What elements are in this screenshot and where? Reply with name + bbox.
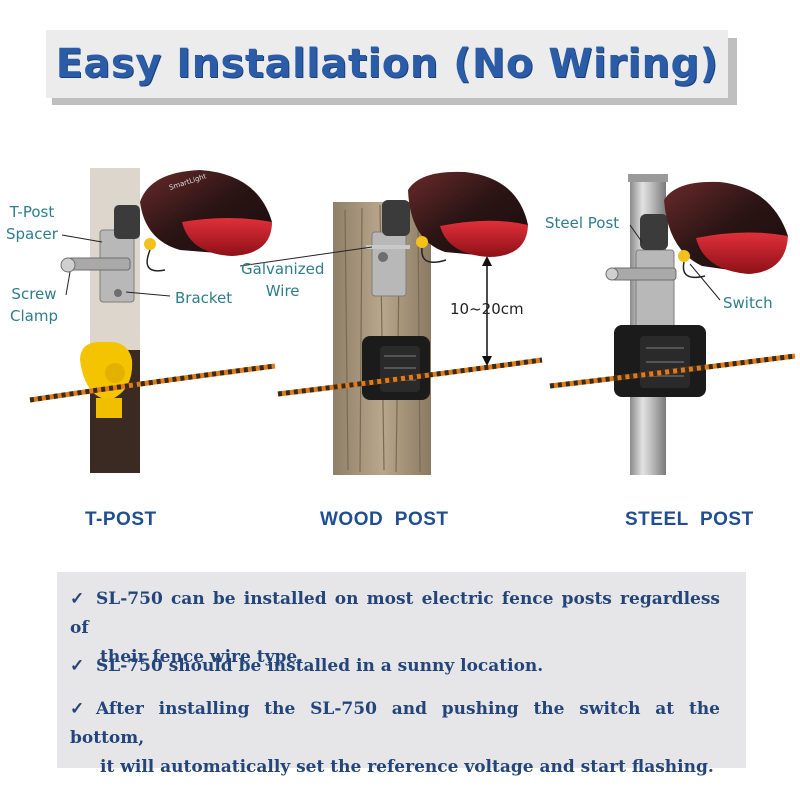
callout-tpost-spacer: T-Post Spacer <box>6 201 58 245</box>
callout-bracket: Bracket <box>175 287 232 309</box>
t-post-group: SmartLight <box>29 168 276 473</box>
page-title: Easy Installation (No Wiring) <box>55 41 719 87</box>
red-lens <box>182 218 272 256</box>
note-item-3: ✓After installing the SL-750 and pushing… <box>70 695 720 782</box>
wood-post-group <box>277 171 543 475</box>
galvanized-wire-wrap <box>366 245 410 249</box>
note-item-1: ✓SL-750 can be installed on most electri… <box>70 585 720 672</box>
callout-galvanized-wire-line2: Wire <box>265 282 300 300</box>
note-1-line2: their fence wire type. <box>100 647 304 667</box>
callout-tpost-spacer-line2: Spacer <box>6 225 58 243</box>
callout-leader-lines <box>61 224 721 301</box>
callout-screw-clamp-line2: Clamp <box>10 307 58 325</box>
check-icon: ✓ <box>70 656 85 676</box>
label-wood-post: WOOD POST <box>320 509 449 530</box>
callout-steel-post-text: Steel Post <box>545 214 620 232</box>
steel-post-group <box>549 174 796 475</box>
red-lens <box>696 232 788 274</box>
callout-screw-clamp: Screw Clamp <box>10 283 58 327</box>
callout-switch-text: Switch <box>723 294 773 312</box>
callout-bracket-text: Bracket <box>175 289 233 307</box>
check-icon: ✓ <box>70 589 85 609</box>
callout-galvanized-wire: Galvanized Wire <box>241 258 324 302</box>
callout-switch: Switch <box>723 292 773 314</box>
callout-steel-post: Steel Post <box>545 212 619 234</box>
note-1-line1: SL-750 can be installed on most electric… <box>70 589 720 638</box>
note-3-line1: After installing the SL-750 and pushing … <box>70 699 720 748</box>
screw-clamp <box>611 267 677 281</box>
check-icon: ✓ <box>70 699 85 719</box>
callout-distance-text: 10~20cm <box>450 300 524 318</box>
notes-panel <box>57 572 746 768</box>
callout-distance: 10~20cm <box>450 298 524 320</box>
callout-tpost-spacer-line1: T-Post <box>9 203 55 221</box>
note-item-2: ✓ SL-750 should be installed in a sunny l… <box>70 652 720 681</box>
installation-illustration: SmartLight <box>29 168 796 475</box>
red-lens <box>440 220 528 257</box>
title-banner: Easy Installation (No Wiring) <box>46 30 728 98</box>
callout-screw-clamp-line1: Screw <box>11 285 57 303</box>
label-steel-post: STEEL POST <box>625 509 754 530</box>
note-2-line1: SL-750 should be installed in a sunny lo… <box>96 656 544 676</box>
note-3-line2: it will automatically set the reference … <box>100 757 714 777</box>
screw-clamp <box>67 257 131 271</box>
bracket <box>371 231 407 297</box>
bracket <box>635 249 675 329</box>
label-t-post: T-POST <box>85 509 157 530</box>
callout-galvanized-wire-line1: Galvanized <box>241 260 325 278</box>
